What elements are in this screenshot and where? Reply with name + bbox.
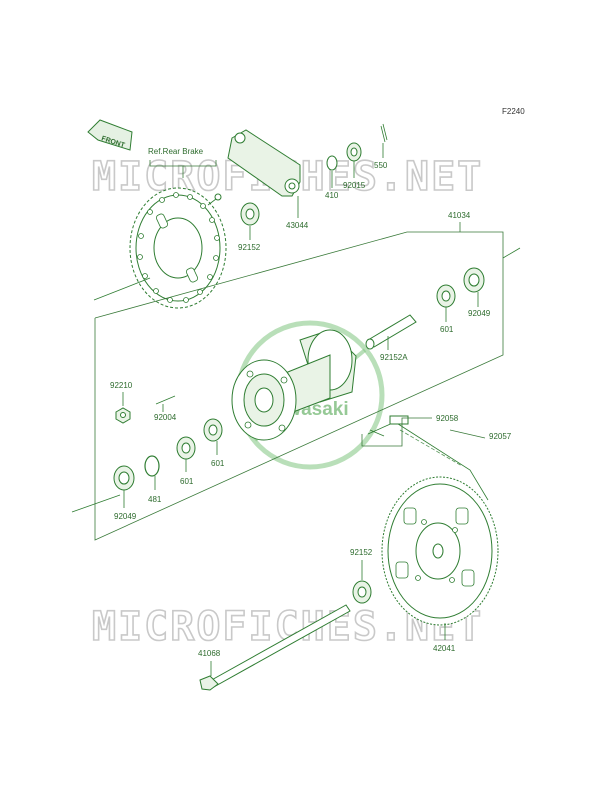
label-481: 481 <box>148 495 162 504</box>
label-41068: 41068 <box>198 649 221 658</box>
drive-chain <box>367 415 489 501</box>
label-92152-top: 92152 <box>238 243 261 252</box>
label-92058: 92058 <box>436 414 459 423</box>
label-92152-bottom: 92152 <box>350 548 373 557</box>
seal-92049-right <box>463 267 485 293</box>
nut-92015 <box>346 142 362 162</box>
rear-axle <box>199 604 351 691</box>
label-410: 410 <box>325 191 339 200</box>
torque-link <box>227 129 301 197</box>
label-601-right: 601 <box>440 325 454 334</box>
rear-sprocket <box>381 476 499 626</box>
leaders-right <box>445 292 479 322</box>
brake-disc <box>129 187 227 309</box>
leaders-top <box>249 143 384 240</box>
circlip-481 <box>144 455 160 477</box>
label-41034: 41034 <box>448 211 471 220</box>
ref-rear-brake-label: Ref.Rear Brake <box>148 147 204 156</box>
axis-lines <box>71 247 521 513</box>
label-92004: 92004 <box>154 413 177 422</box>
rear-hub <box>231 329 357 441</box>
label-92015: 92015 <box>343 181 366 190</box>
leaders-left-lower <box>123 441 218 508</box>
washer-410 <box>326 155 338 171</box>
spacer-92152A <box>365 314 417 350</box>
label-550: 550 <box>374 161 388 170</box>
ref-bracket <box>149 160 217 178</box>
bearing-601-right <box>436 284 456 308</box>
label-43044: 43044 <box>286 221 309 230</box>
disc-pointer <box>93 277 151 301</box>
bearing-601-mid <box>203 418 223 442</box>
label-92049-left: 92049 <box>114 512 137 521</box>
collar-92152-top <box>240 202 260 226</box>
bearing-601-left <box>176 436 196 460</box>
label-92210: 92210 <box>110 381 133 390</box>
stud-92004 <box>155 395 176 405</box>
nut-92210 <box>115 407 131 424</box>
disc-bolt <box>207 193 222 206</box>
label-92049-right: 92049 <box>468 309 491 318</box>
cotter-pin-550 <box>380 123 388 143</box>
diagram-code: F2240 <box>502 107 525 116</box>
chain-bracket <box>361 417 432 447</box>
label-92152A: 92152A <box>380 353 408 362</box>
chain-leader <box>449 429 486 439</box>
front-arrow-icon: FRONT <box>87 119 133 151</box>
label-601-mid: 601 <box>211 459 225 468</box>
seal-92049-left <box>113 465 135 491</box>
label-601-left: 601 <box>180 477 194 486</box>
hub-assembly-enclosure <box>94 231 504 541</box>
collar-92152-bottom <box>352 580 372 604</box>
leaders-left-upper <box>122 392 164 412</box>
label-42041: 42041 <box>433 644 456 653</box>
label-92057: 92057 <box>489 432 512 441</box>
